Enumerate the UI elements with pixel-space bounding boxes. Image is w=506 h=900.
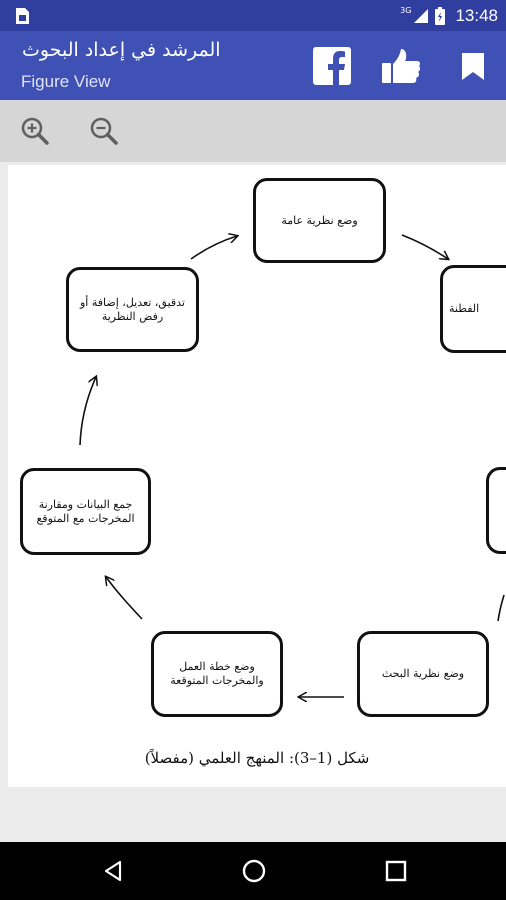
back-button[interactable] bbox=[96, 854, 130, 888]
diagram-arrows bbox=[79, 165, 505, 787]
arrow-general-to-insight bbox=[401, 234, 448, 259]
box-verify-theory: تدقيق، تعديل، إضافة أو رفض النظرية bbox=[66, 267, 199, 352]
back-icon bbox=[104, 860, 122, 882]
signal-icon bbox=[414, 8, 429, 23]
recents-button[interactable] bbox=[379, 854, 413, 888]
arrow-to-research bbox=[497, 594, 505, 622]
bookmark-button[interactable] bbox=[452, 45, 494, 87]
navigation-bar bbox=[0, 842, 506, 900]
box-work-plan: وضع خطة العمل والمخرجات المتوقعة bbox=[151, 631, 283, 717]
box-general-theory: وضع نظرية عامة bbox=[253, 178, 386, 263]
sim-card-icon bbox=[16, 8, 29, 24]
status-icons: 3G 13:48 bbox=[400, 0, 498, 31]
figure-image[interactable]: وضع نظرية عامة الفطنة تدقيق، تعديل، إضاف… bbox=[8, 165, 506, 787]
box-cropped-right bbox=[486, 467, 506, 554]
app-bar: المرشد في إعداد البحوث Figure View bbox=[0, 31, 506, 100]
network-type: 3G bbox=[400, 6, 412, 15]
box-collect-data: جمع البيانات ومقارنة المخرجات مع المتوقع bbox=[20, 468, 151, 555]
recents-icon bbox=[385, 860, 407, 882]
box-insight: الفطنة bbox=[440, 265, 506, 353]
thumbs-up-icon bbox=[382, 49, 421, 83]
like-button[interactable] bbox=[380, 45, 422, 87]
facebook-share-button[interactable] bbox=[311, 45, 353, 87]
home-icon bbox=[242, 859, 266, 883]
zoom-in-button[interactable] bbox=[18, 114, 52, 148]
zoom-in-icon bbox=[21, 117, 49, 145]
arrow-collect-to-verify bbox=[79, 377, 96, 446]
zoom-out-button[interactable] bbox=[87, 114, 121, 148]
arrow-verify-to-general bbox=[190, 236, 237, 260]
app-title: المرشد في إعداد البحوث bbox=[22, 39, 221, 61]
home-button[interactable] bbox=[237, 854, 271, 888]
zoom-out-icon bbox=[90, 117, 118, 145]
status-bar: 3G 13:48 bbox=[0, 0, 506, 31]
facebook-icon bbox=[313, 47, 351, 85]
figure-caption: شكل (1–3): المنهج العلمي (مفصلاً) bbox=[144, 749, 370, 767]
bookmark-icon bbox=[462, 53, 484, 80]
battery-icon bbox=[435, 6, 446, 25]
app-subtitle: Figure View bbox=[21, 72, 111, 91]
arrow-plan-to-collect bbox=[106, 577, 143, 620]
clock: 13:48 bbox=[455, 5, 498, 25]
box-research-theory: وضع نظرية البحث bbox=[357, 631, 489, 717]
zoom-toolbar bbox=[0, 100, 506, 162]
